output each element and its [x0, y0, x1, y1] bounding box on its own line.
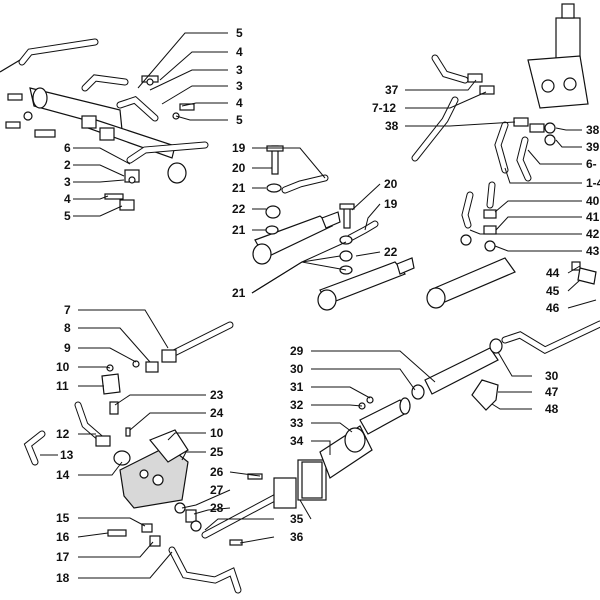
callout-14: 14	[56, 468, 70, 482]
callout-46: 46	[546, 301, 560, 315]
callout-27: 27	[210, 483, 224, 497]
leader-lines	[40, 32, 597, 579]
callout-10: 10	[210, 426, 224, 440]
callout-20: 20	[384, 177, 398, 191]
callout-33: 33	[290, 416, 304, 430]
callout-15: 15	[56, 511, 70, 525]
callout-labels: 5 4 3 3 4 5 6 2 3 4 5 19 20 21 22 21 20 …	[56, 26, 600, 585]
callout-45: 45	[546, 284, 560, 298]
callout-9: 9	[64, 341, 71, 355]
callout-42: 42	[586, 227, 600, 241]
callout-29: 29	[290, 344, 304, 358]
callout-5: 5	[64, 209, 71, 223]
callout-1-4: 1-4	[586, 176, 600, 190]
callout-19: 19	[232, 141, 246, 155]
callout-41: 41	[586, 210, 600, 224]
callout-43: 43	[586, 244, 600, 258]
callout-30: 30	[545, 369, 559, 383]
callout-17: 17	[56, 550, 70, 564]
callout-40: 40	[586, 194, 600, 208]
callout-21: 21	[232, 223, 246, 237]
callout-12: 12	[56, 427, 70, 441]
bottom-pump-assembly	[23, 320, 600, 594]
callout-22: 22	[384, 245, 398, 259]
callout-35: 35	[290, 512, 304, 526]
callout-6-: 6-	[586, 157, 597, 171]
top-center-cylinders	[252, 145, 415, 311]
callout-38: 38	[385, 119, 399, 133]
callout-16: 16	[56, 530, 70, 544]
callout-8: 8	[64, 321, 71, 335]
callout-20: 20	[232, 161, 246, 175]
callout-4: 4	[64, 192, 71, 206]
callout-25: 25	[210, 445, 224, 459]
callout-6: 6	[64, 141, 71, 155]
callout-7-12: 7-12	[372, 101, 396, 115]
callout-21: 21	[232, 181, 246, 195]
callout-30: 30	[290, 362, 304, 376]
callout-23: 23	[210, 388, 224, 402]
callout-18: 18	[56, 571, 70, 585]
callout-38: 38	[586, 123, 600, 137]
callout-28: 28	[210, 501, 224, 515]
callout-3: 3	[236, 63, 243, 77]
callout-21: 21	[232, 286, 246, 300]
callout-2: 2	[64, 158, 71, 172]
callout-22: 22	[232, 202, 246, 216]
callout-5: 5	[236, 113, 243, 127]
callout-11: 11	[56, 379, 69, 393]
callout-10: 10	[56, 360, 70, 374]
callout-39: 39	[586, 140, 600, 154]
callout-26: 26	[210, 465, 224, 479]
callout-34: 34	[290, 434, 304, 448]
callout-48: 48	[545, 402, 559, 416]
callout-3: 3	[64, 175, 71, 189]
callout-44: 44	[546, 266, 560, 280]
callout-13: 13	[60, 448, 74, 462]
callout-5: 5	[236, 26, 243, 40]
callout-31: 31	[290, 380, 304, 394]
callout-19: 19	[384, 197, 398, 211]
callout-7: 7	[64, 303, 71, 317]
callout-47: 47	[545, 385, 559, 399]
callout-4: 4	[236, 45, 243, 59]
callout-3: 3	[236, 79, 243, 93]
top-left-cylinder-assembly	[0, 38, 209, 211]
callout-37: 37	[385, 83, 399, 97]
top-right-steering-unit	[411, 3, 597, 309]
callout-36: 36	[290, 530, 304, 544]
callout-32: 32	[290, 398, 304, 412]
callout-4: 4	[236, 96, 243, 110]
callout-24: 24	[210, 406, 224, 420]
